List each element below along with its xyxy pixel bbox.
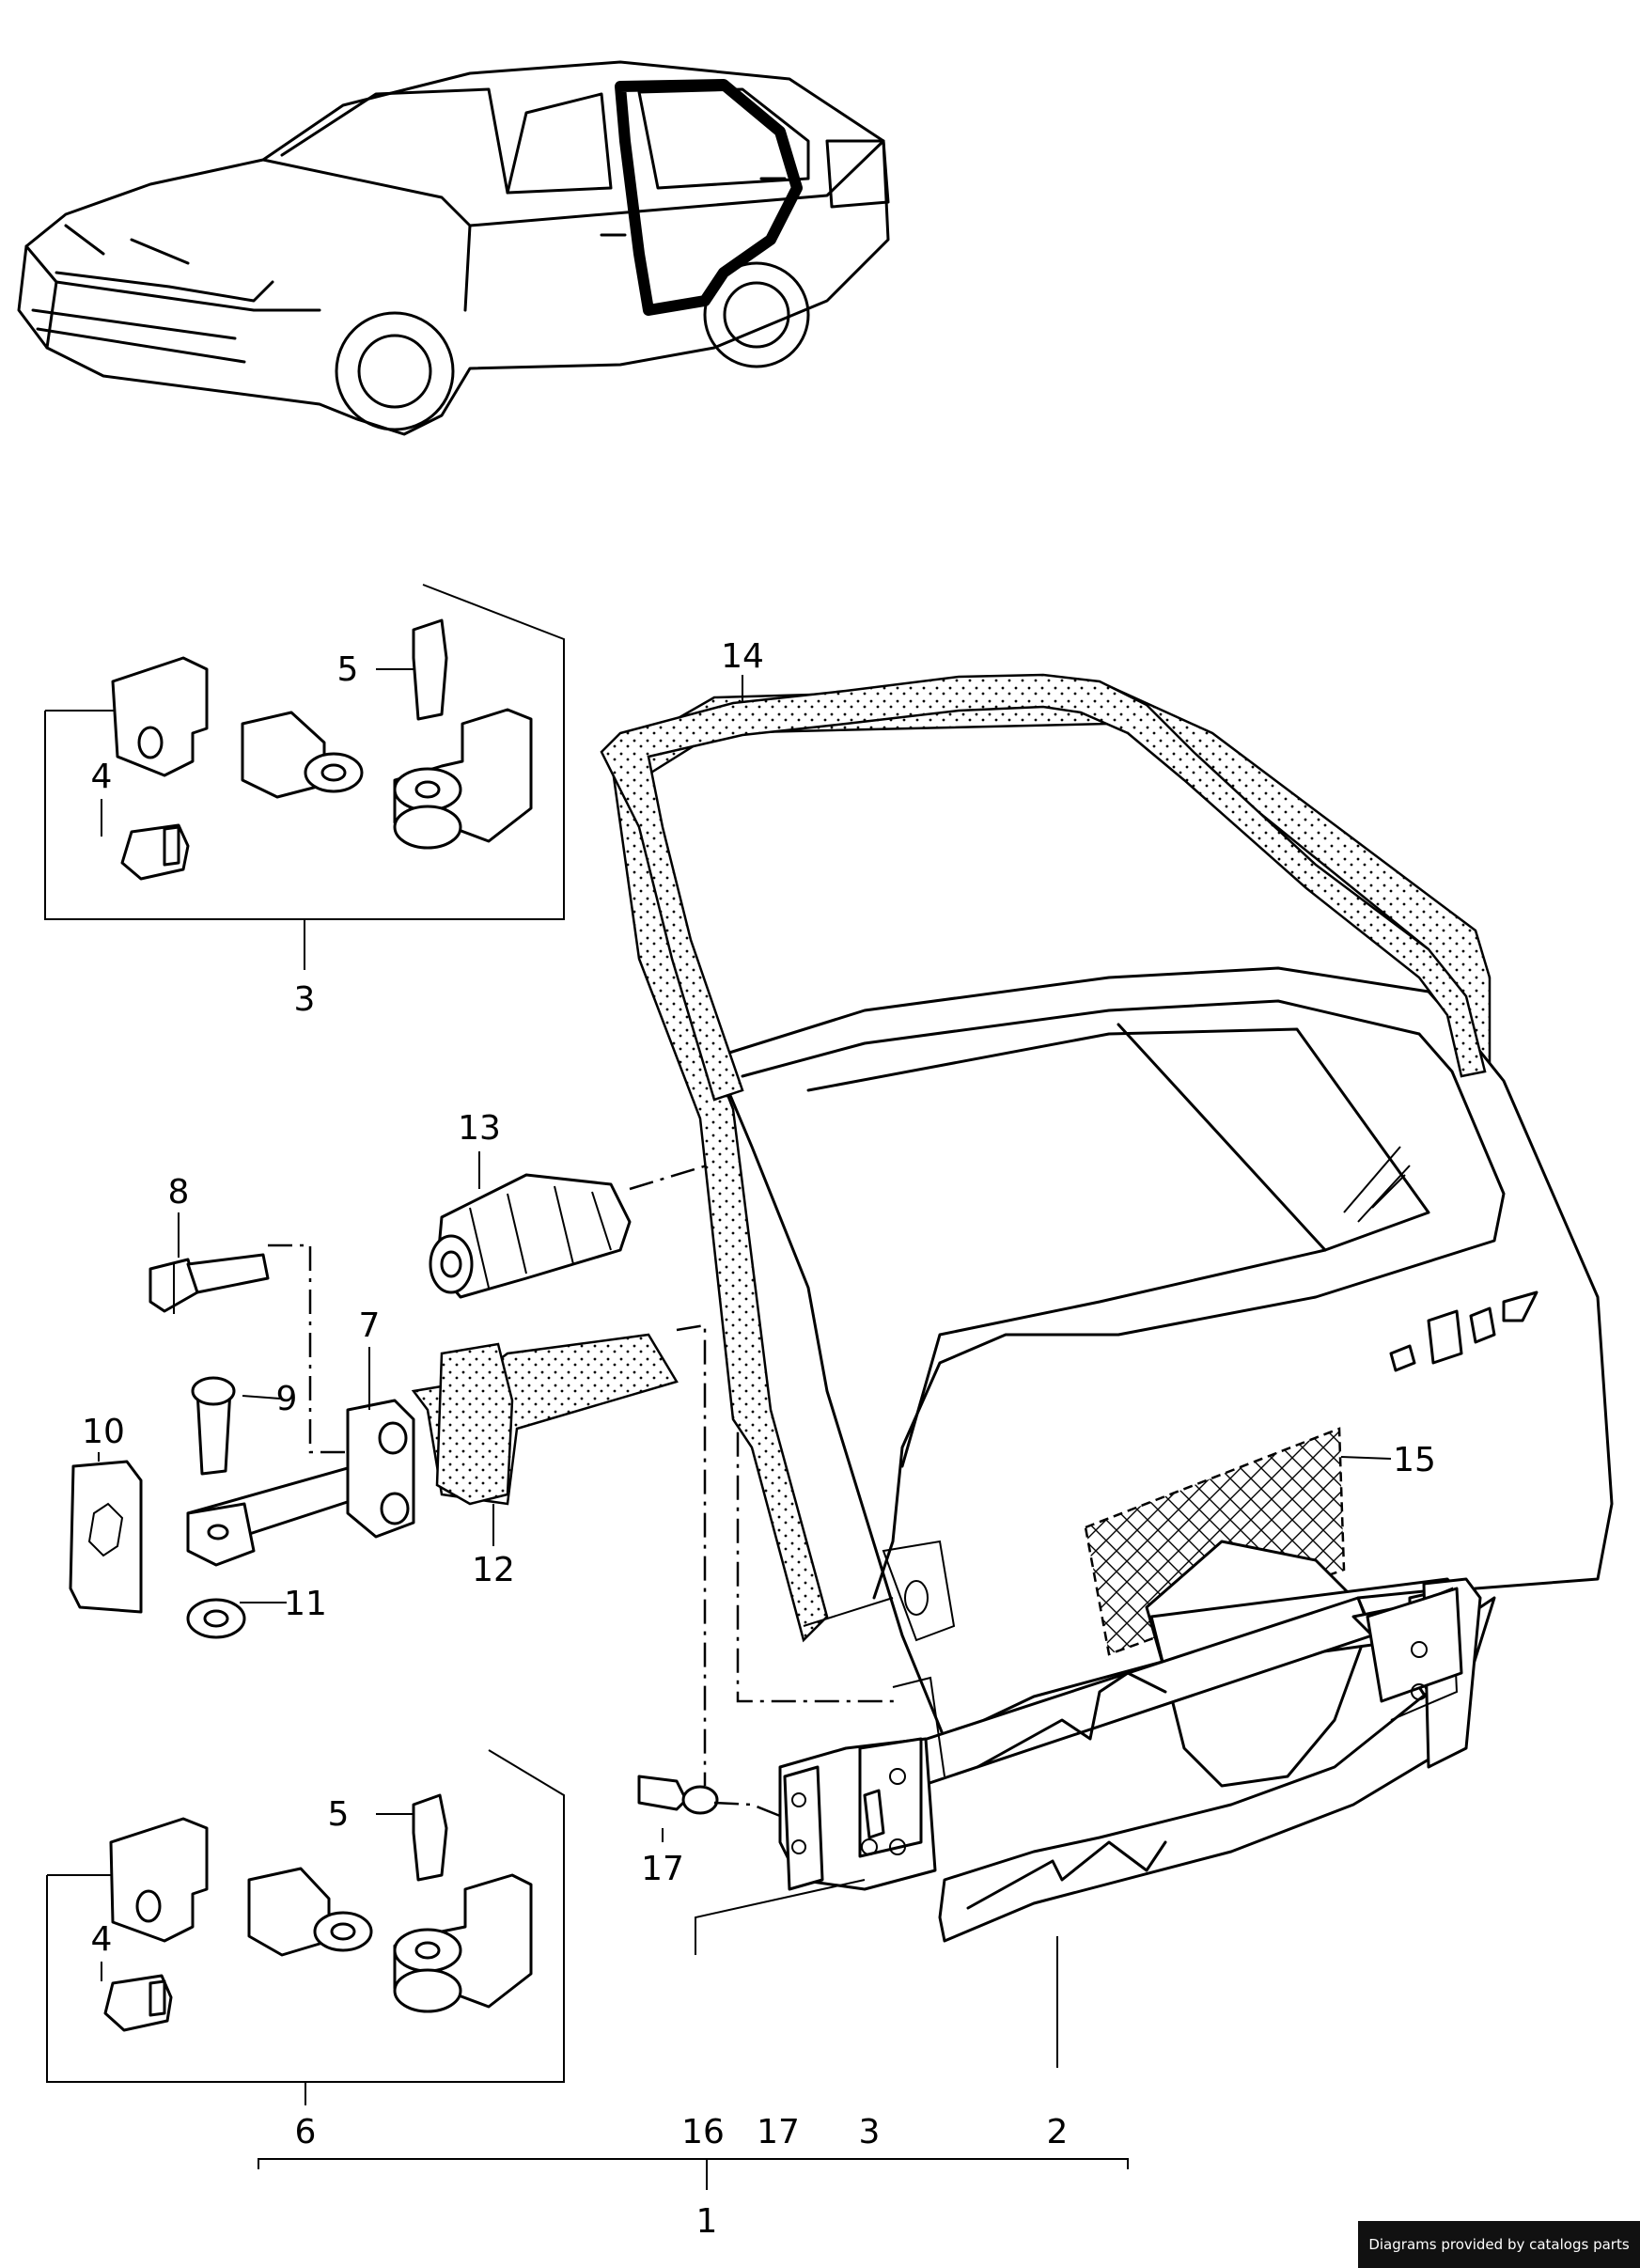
callout-12: 12 — [472, 1551, 515, 1589]
leader-lines — [98, 668, 1392, 2190]
hinge-group-top — [44, 584, 565, 970]
callout-1: 1 — [696, 2202, 718, 2241]
callout-4-bottom: 4 — [91, 1920, 113, 1959]
callout-labels: 14 5 4 3 13 8 7 9 10 15 12 11 5 17 4 6 1… — [82, 637, 1436, 2241]
callout-10: 10 — [82, 1413, 125, 1451]
window-seal — [600, 673, 1487, 1102]
callout-17-left: 17 — [641, 1850, 684, 1888]
check-strap-assembly — [69, 1154, 898, 1786]
callout-5-top: 5 — [337, 650, 359, 689]
credit-footer: Diagrams provided by catalogs parts — [1358, 2221, 1640, 2268]
callout-13: 13 — [458, 1109, 501, 1148]
hinge-group-bottom — [46, 1749, 565, 2105]
callout-2: 2 — [1047, 2113, 1069, 2151]
callout-5-bottom: 5 — [328, 1795, 350, 1834]
rivet — [637, 1775, 781, 1818]
callout-8: 8 — [168, 1173, 190, 1212]
callout-3-top: 3 — [294, 980, 316, 1019]
callout-4-top: 4 — [91, 758, 113, 796]
rear-door-shell — [609, 684, 1614, 1943]
callout-11: 11 — [284, 1585, 327, 1623]
callout-17-bottom: 17 — [757, 2113, 800, 2151]
callout-14: 14 — [721, 637, 764, 676]
callout-16: 16 — [681, 2113, 725, 2151]
callout-9: 9 — [276, 1380, 298, 1418]
car-illustration — [17, 60, 890, 436]
callout-7: 7 — [359, 1306, 381, 1345]
callout-6: 6 — [295, 2113, 317, 2151]
callout-3-bottom: 3 — [859, 2113, 881, 2151]
callout-15: 15 — [1393, 1441, 1436, 1479]
